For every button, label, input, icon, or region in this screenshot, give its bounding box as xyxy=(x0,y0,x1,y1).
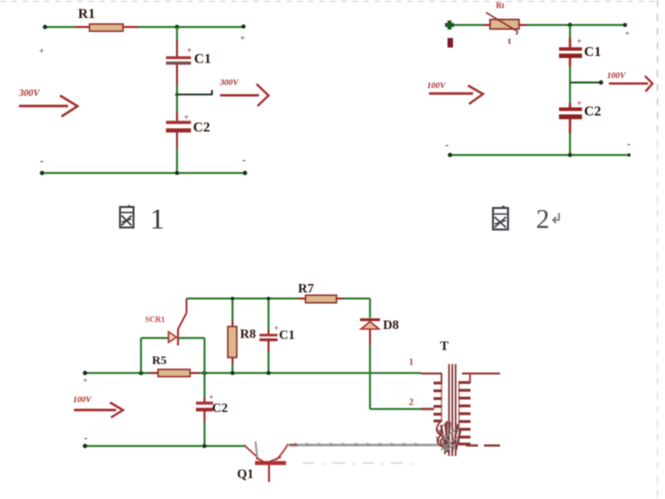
svg-text:+: + xyxy=(625,29,630,38)
svg-text:300V: 300V xyxy=(18,89,40,99)
svg-text:C1: C1 xyxy=(194,52,211,67)
svg-text:+: + xyxy=(184,113,189,122)
svg-text:C2: C2 xyxy=(584,105,601,120)
svg-text:-: - xyxy=(84,432,88,444)
svg-text:-: - xyxy=(40,155,44,167)
svg-text:+: + xyxy=(83,376,88,385)
svg-text:2: 2 xyxy=(409,397,414,407)
svg-text:100V: 100V xyxy=(427,80,447,90)
svg-text:+: + xyxy=(187,46,192,55)
svg-text:100V: 100V xyxy=(73,394,93,404)
svg-text:2: 2 xyxy=(536,204,550,234)
svg-text:+: + xyxy=(274,324,279,333)
svg-text:300V: 300V xyxy=(219,77,240,87)
svg-text:1: 1 xyxy=(150,204,165,236)
svg-text:1: 1 xyxy=(409,357,414,367)
svg-text:SCR1: SCR1 xyxy=(145,315,165,324)
svg-text:C2: C2 xyxy=(212,400,228,415)
svg-text:C1: C1 xyxy=(279,327,295,342)
svg-text:100V: 100V xyxy=(607,70,627,80)
svg-text:-: - xyxy=(242,154,246,166)
svg-text:+: + xyxy=(577,99,582,108)
svg-text:D8: D8 xyxy=(383,317,399,332)
svg-text:Rt: Rt xyxy=(496,1,505,10)
svg-text:R8: R8 xyxy=(240,326,256,341)
svg-text:R5: R5 xyxy=(152,353,167,367)
svg-text:T: T xyxy=(440,338,449,353)
svg-text:-: - xyxy=(445,139,449,151)
svg-text:+: + xyxy=(577,37,582,46)
svg-text:C2: C2 xyxy=(193,121,210,136)
svg-text:-: - xyxy=(627,138,631,150)
svg-text:+: + xyxy=(39,46,44,56)
svg-text:+: + xyxy=(240,33,245,43)
svg-text:R7: R7 xyxy=(298,281,314,296)
svg-text:C1: C1 xyxy=(584,45,601,60)
svg-text:R1: R1 xyxy=(78,7,95,22)
svg-text:+: + xyxy=(209,393,214,402)
svg-text:t: t xyxy=(508,36,511,46)
svg-text:Q1: Q1 xyxy=(237,466,254,481)
